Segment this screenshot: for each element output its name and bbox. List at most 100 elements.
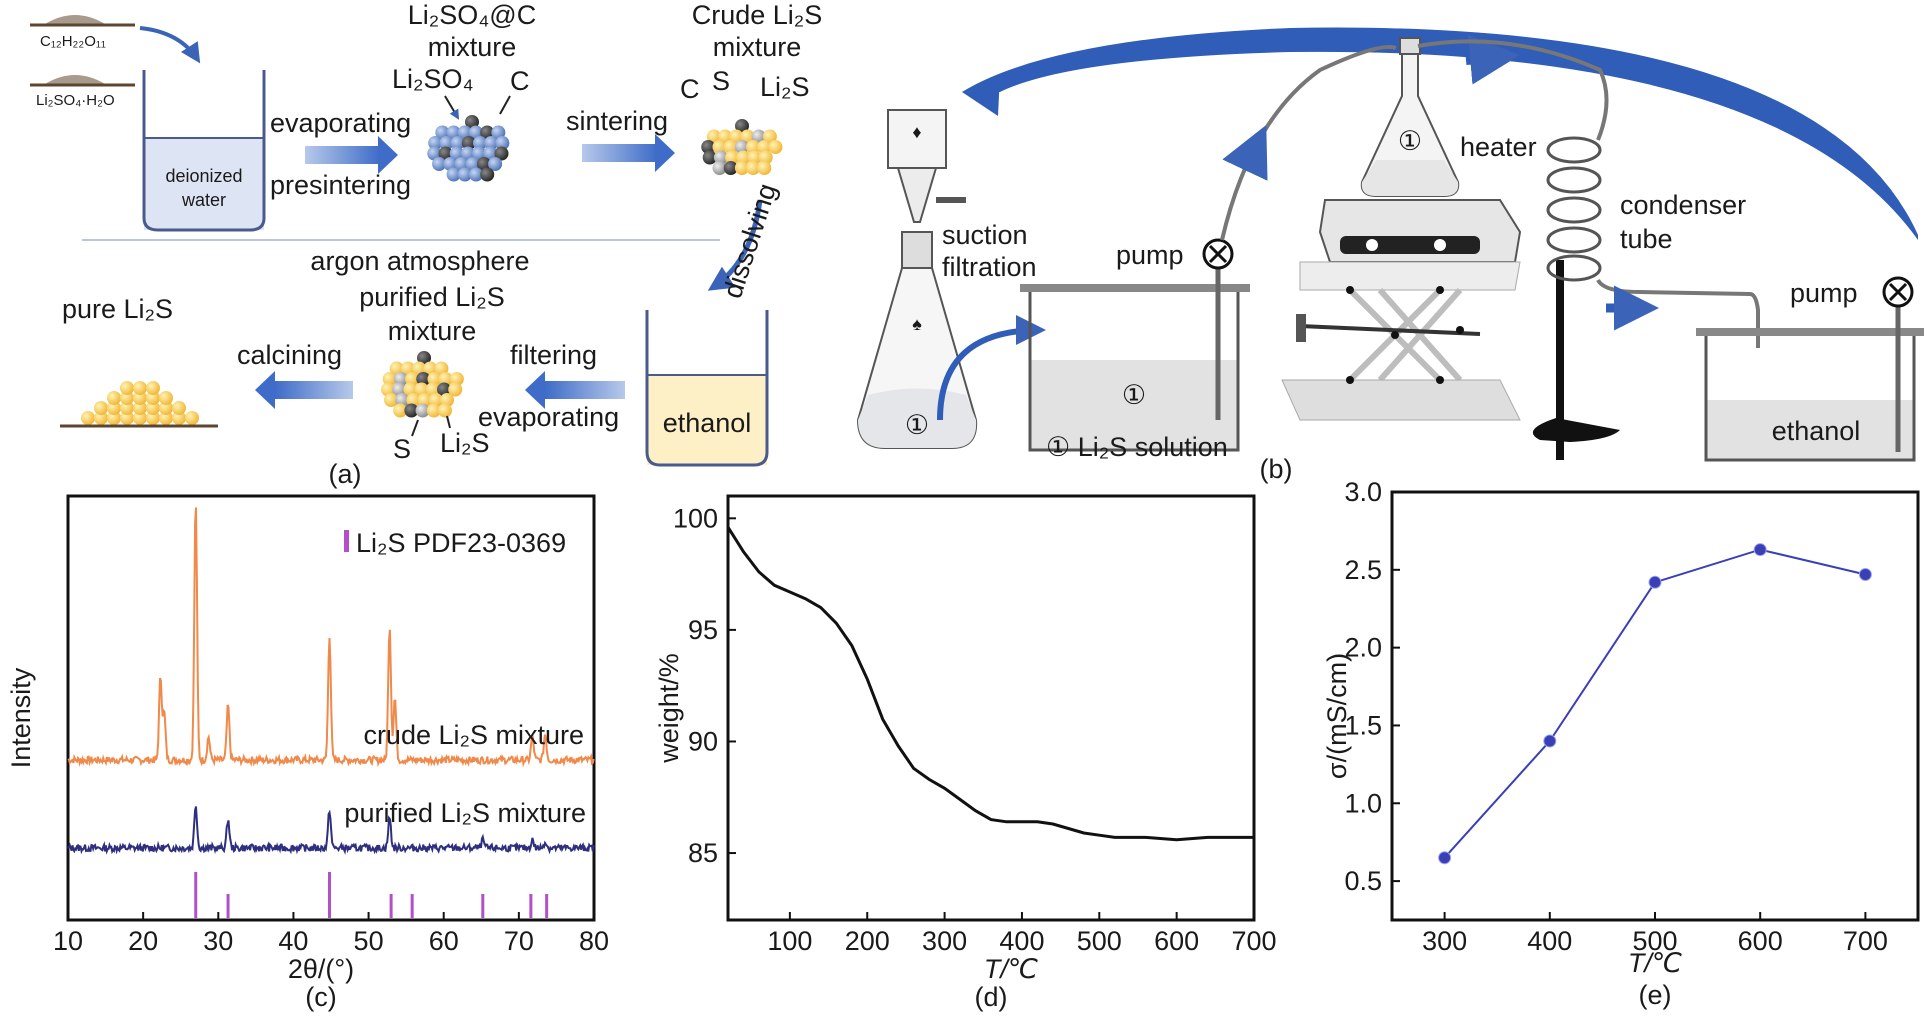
particle: [389, 361, 404, 376]
evaporate-arrow-shaft: [305, 146, 380, 164]
x-tick-label: 100: [767, 926, 812, 956]
li2so4-label: Li₂SO₄: [392, 64, 474, 94]
particle: [412, 361, 427, 376]
x-tick-label: 40: [278, 926, 308, 956]
particle: [483, 146, 498, 161]
mix-title-1: Li₂SO₄@C: [408, 0, 536, 30]
funnel-drop-icon: ♦: [912, 122, 921, 142]
particle: [185, 411, 199, 425]
particle: [440, 393, 455, 407]
particle: [384, 393, 399, 407]
particle: [434, 361, 449, 376]
filter-arrow-head: [525, 371, 545, 409]
particle: [425, 382, 440, 397]
particle: [734, 161, 749, 175]
particle: [460, 146, 475, 161]
particle: [382, 372, 397, 386]
particle: [473, 136, 488, 150]
calcining-label: calcining: [237, 340, 342, 370]
jack-joints: [1346, 286, 1464, 384]
series-label-crude: crude Li₂S mixture: [363, 720, 584, 750]
jack-top: [1299, 261, 1521, 291]
particle: [718, 129, 733, 144]
particle: [448, 382, 463, 397]
legend-label: Li₂S PDF23-0369: [356, 528, 566, 558]
particle: [706, 129, 721, 144]
suction-label-1: suction: [942, 220, 1028, 250]
heater-circle-1: ①: [1398, 126, 1422, 156]
particle: [133, 401, 147, 415]
feed-tube: [1220, 44, 1397, 241]
particle: [757, 161, 772, 175]
solution-label: ① Li₂S solution: [1046, 432, 1228, 462]
purified-li2s-pointer: [446, 415, 451, 429]
data-point: [1648, 575, 1662, 589]
particle: [381, 382, 396, 397]
data-point: [1438, 851, 1452, 865]
condenser-label-1: condenser: [1620, 190, 1746, 220]
plot-frame: [726, 494, 1256, 922]
series-line: [1443, 548, 1866, 859]
particle: [736, 150, 751, 165]
li2so4-c-cluster: [427, 115, 510, 182]
pure-li2s-label: pure Li₂S: [62, 294, 173, 324]
particle: [428, 136, 443, 150]
jack-screw: [1299, 324, 1481, 336]
flask-circle-1: ①: [905, 410, 929, 440]
return-arrow-head: [962, 74, 1000, 116]
particle: [133, 411, 147, 425]
x-axis-label: T/℃: [984, 954, 1038, 984]
particle: [414, 382, 429, 397]
particle: [495, 136, 510, 150]
x-tick-label: 500: [1077, 926, 1122, 956]
particle: [454, 157, 469, 171]
crude-s-label: S: [712, 66, 730, 96]
particle: [725, 150, 740, 165]
x-tick-label: 80: [579, 926, 609, 956]
x-axis-label: 2θ/(°): [288, 954, 354, 984]
particle: [94, 411, 108, 425]
particle: [400, 361, 415, 376]
particle: [446, 167, 461, 182]
purified-s-pointer: [411, 419, 419, 437]
particle: [426, 403, 441, 418]
series-line: [67, 507, 595, 768]
ethanol-tank-lid: [1696, 328, 1924, 336]
particle: [133, 391, 147, 405]
filter-arrow-shaft: [545, 381, 625, 399]
hot-plate-panel: [1340, 236, 1480, 254]
ethanol-tank-fill: [1706, 400, 1914, 460]
funnel-stem: [896, 167, 938, 223]
calcine-arrow-head: [255, 371, 275, 409]
particle: [735, 119, 749, 133]
particle: [107, 391, 121, 405]
particle: [94, 401, 108, 415]
y-tick-label: 2.0: [1344, 633, 1382, 663]
solution-lid: [1020, 284, 1250, 292]
condenser-inlet: [1417, 39, 1609, 141]
add-reagent-arrow: [139, 26, 201, 64]
particle: [120, 391, 134, 405]
y-tick-label: 0.5: [1344, 866, 1382, 896]
pump2-cross: [1888, 282, 1908, 302]
particle: [488, 157, 503, 171]
particle: [405, 372, 420, 386]
particle: [406, 393, 421, 407]
y-tick-label: 2.5: [1344, 555, 1382, 585]
purified-s-label: S: [393, 434, 411, 464]
crude-li2s-label: Li₂S: [760, 72, 810, 102]
flask-neck-cap: [1399, 37, 1421, 55]
x-tick-label: 50: [354, 926, 384, 956]
pump1-cross: [1208, 244, 1228, 264]
particle: [712, 161, 727, 175]
sinter-arrow-head: [655, 134, 675, 172]
buchner-funnel: [887, 109, 947, 169]
filtering-label: filtering: [510, 340, 597, 370]
particle: [746, 161, 761, 175]
series-line: [726, 526, 1254, 842]
evaporating-label: evaporating: [270, 108, 411, 138]
sucrose-label: C₁₂H₂₂O₁₁: [40, 33, 106, 50]
